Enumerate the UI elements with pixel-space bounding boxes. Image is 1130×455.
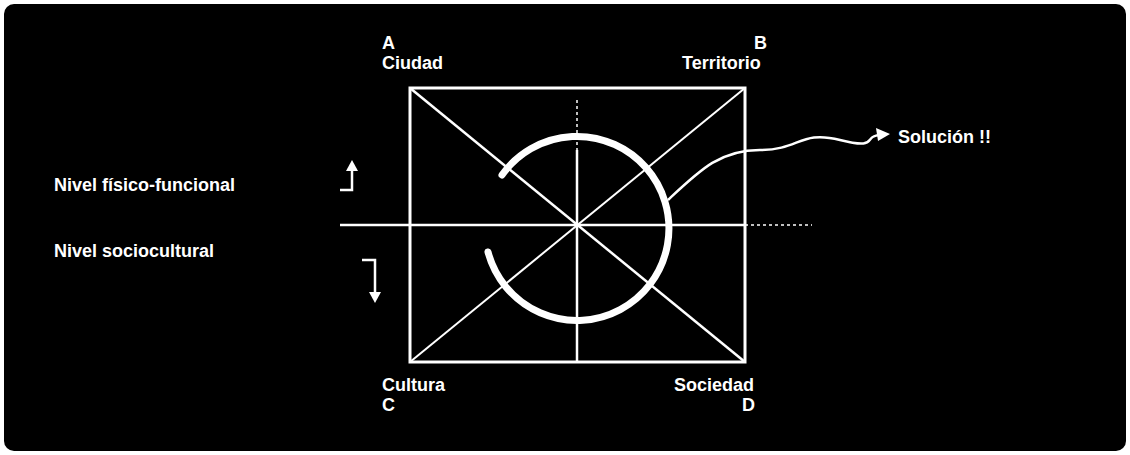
corner-label: Territorio — [680, 54, 763, 74]
horizontal-axis — [340, 224, 745, 227]
level-label: Nivel físico-funcional — [52, 176, 237, 196]
vertical-axis-dotted — [576, 100, 578, 150]
level-label: Nivel sociocultural — [52, 242, 216, 262]
corner-letter: D — [740, 396, 757, 416]
solution-circle — [488, 136, 669, 320]
horizontal-axis-dotted — [745, 224, 812, 226]
corner-label: Ciudad — [380, 54, 445, 74]
corner-letter: A — [380, 34, 397, 54]
arrowhead — [369, 292, 381, 303]
vertical-axis — [576, 150, 579, 362]
pointer-arrow — [668, 135, 880, 200]
arrowhead — [346, 160, 358, 171]
corner-label: Cultura — [380, 376, 447, 396]
corner-letter: B — [752, 34, 769, 54]
corner-label: Sociedad — [672, 376, 756, 396]
diagram-illustration — [4, 4, 1126, 451]
arrowhead — [876, 128, 890, 141]
corner-letter: C — [380, 396, 397, 416]
solution-label: Solución !! — [896, 128, 993, 148]
background-panel: ACiudad BTerritorioNivel físico-funcional… — [4, 4, 1126, 451]
up-arrow — [340, 168, 352, 190]
down-arrow — [362, 260, 375, 295]
